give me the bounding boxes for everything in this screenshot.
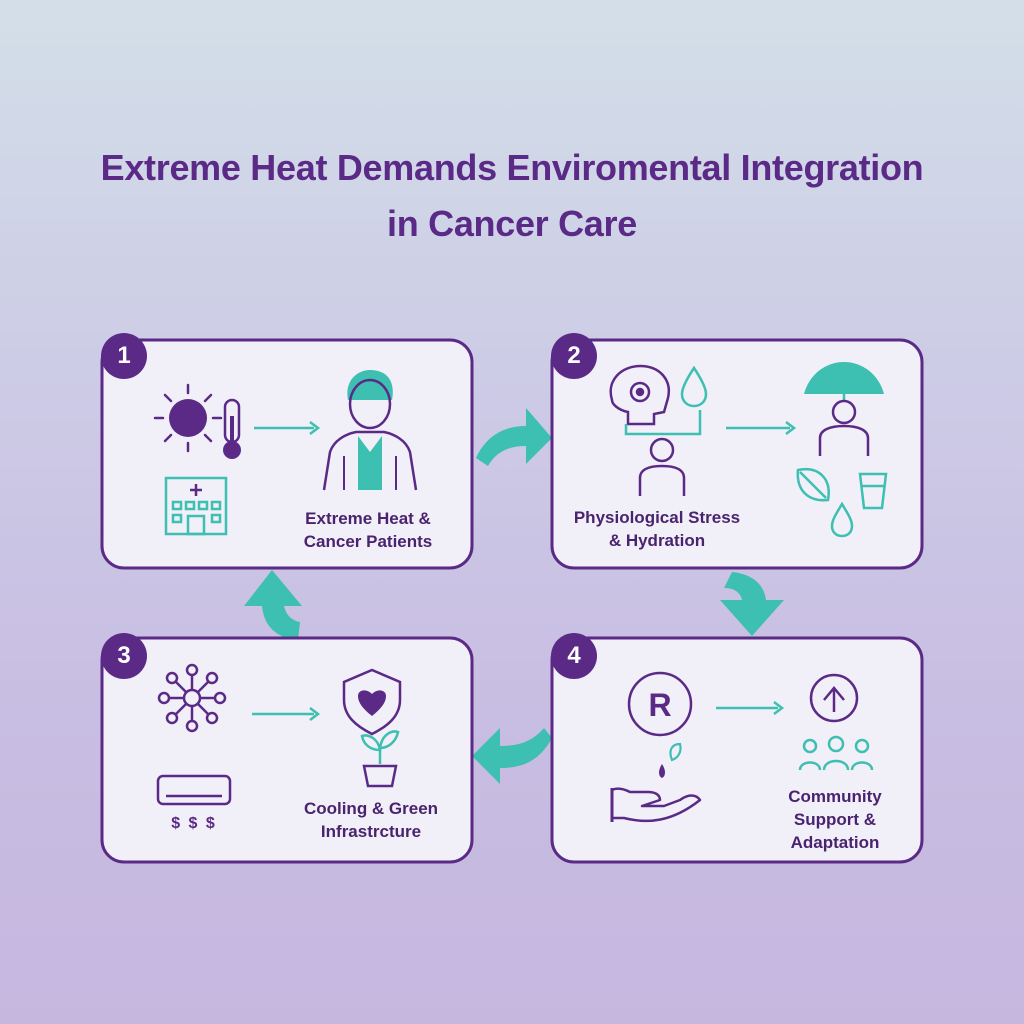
cycle-arrow-2-to-4 [720,572,784,636]
card-1-badge [101,333,147,379]
card-4-number: 4 [567,642,581,669]
card-3-label-line-2: Infrastrcture [320,822,422,841]
plant-pot-icon [360,730,400,788]
shield-heart-icon [342,668,402,736]
cycle-arrow-4-to-3 [472,728,552,784]
title-line-1: Extreme Heat Demands Enviromental Integr… [100,147,924,188]
money-symbols: $ $ $ [171,815,217,832]
sun-icon [153,383,223,453]
card-4-badge [551,633,597,679]
card-3-label-line-1: Cooling & Green [303,799,439,818]
card-1-label: Extreme Heat & Cancer Patients [288,507,448,553]
card-2-badge [551,333,597,379]
community-group-icon [798,735,874,771]
resilience-r-icon: R [627,671,693,737]
card-1-number: 1 [117,342,131,369]
cycle-arrow-1-to-2 [476,408,552,466]
card-4-label-line-2: Support & [793,810,877,829]
brain-gear-icon [609,364,671,426]
up-arrow-circle-icon [809,673,859,723]
card-3-badge [101,633,147,679]
card-3-label: Cooling & Green Infrastrcture [290,797,452,843]
card-4: R [550,633,924,864]
card-1-label-line-1: Extreme Heat & [305,509,431,528]
diagram-title: Extreme Heat Demands Enviromental Integr… [40,140,984,252]
network-icon [157,663,227,733]
svg-text:R: R [648,687,671,723]
card-3: $ $ $ [100,633,474,864]
thermometer-icon [223,398,241,459]
card-2-label-line-2: & Hydration [608,531,706,550]
water-glass-icon [858,472,888,510]
hand-seedling-icon [610,742,702,823]
air-conditioner-icon [156,774,232,806]
card-2-panel [550,338,924,570]
water-drop-icon [680,365,708,408]
umbrella-person-icon [804,362,884,456]
card-2-label-line-1: Physiological Stress [573,508,741,527]
card-4-label-line-3: Adaptation [790,833,880,852]
card-3-number: 3 [117,642,131,669]
card-2-label: Physiological Stress & Hydration [566,506,748,552]
person-icon [638,437,686,496]
card-1-label-line-2: Cancer Patients [303,532,433,551]
card-4-label: Community Support & Adaptation [770,785,900,854]
card-4-label-line-1: Community [788,787,882,806]
title-line-2: in Cancer Care [387,203,637,244]
card-1 [100,333,474,570]
cycle-arrow-3-to-1 [244,570,302,640]
hospital-icon [164,476,228,536]
leaf-icon [796,467,830,502]
doctor-icon [322,370,418,491]
card-2-number: 2 [567,342,581,369]
card-2 [550,333,924,570]
